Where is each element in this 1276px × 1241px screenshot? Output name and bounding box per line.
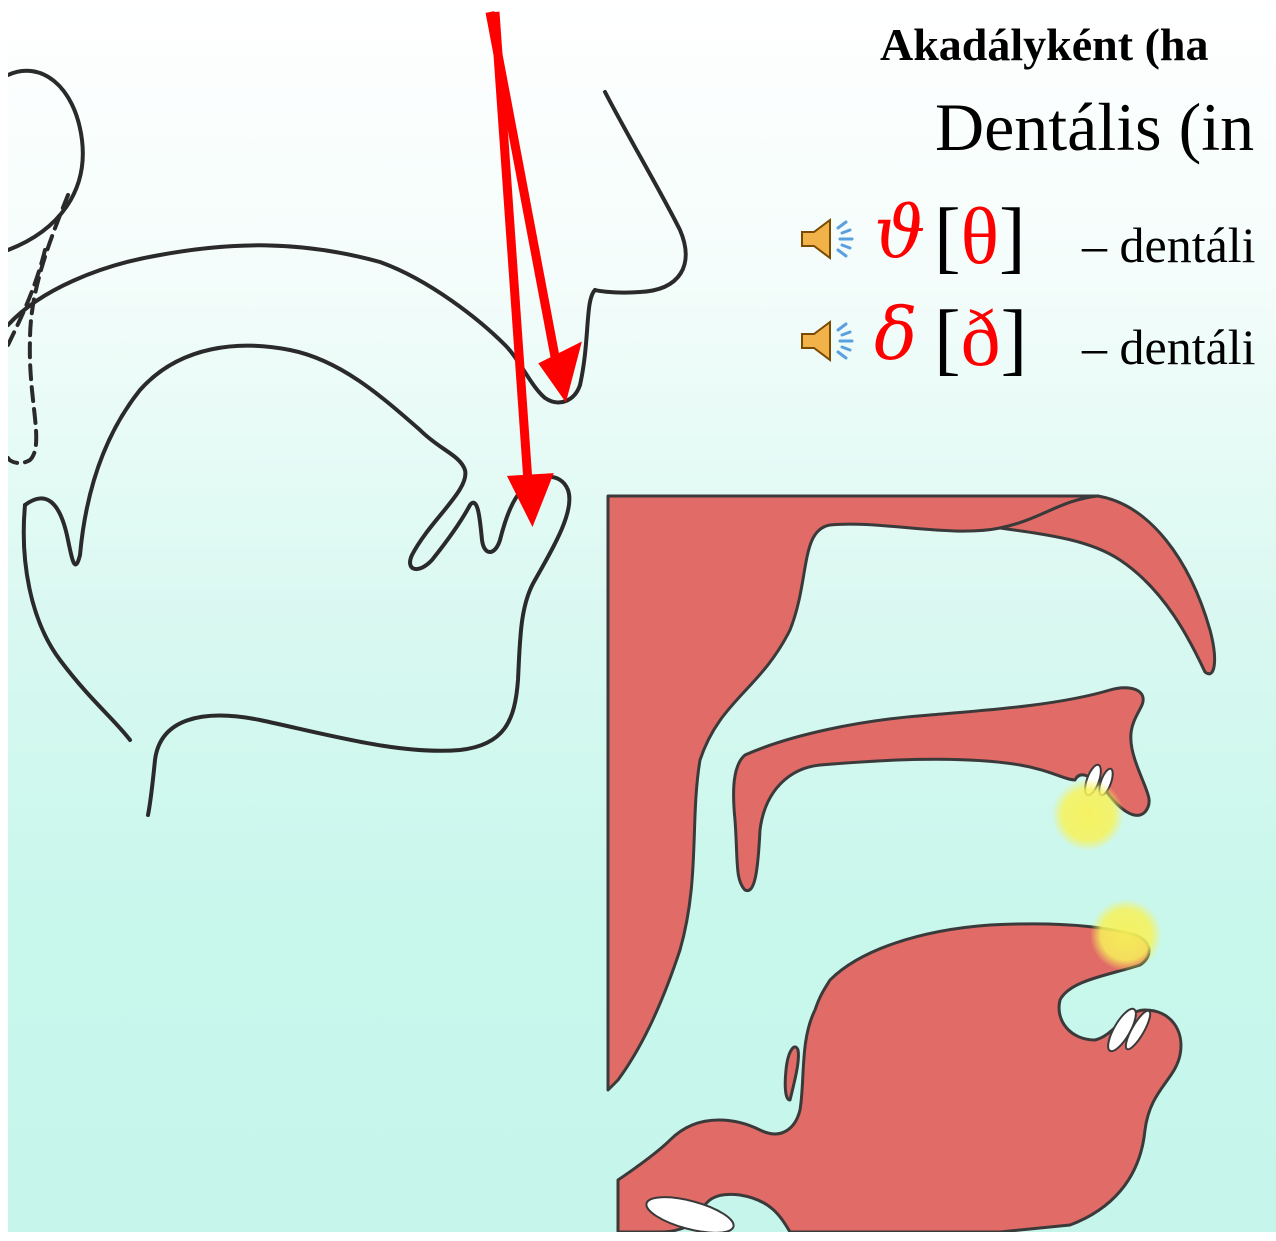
sound-description: – dentáli (1082, 318, 1256, 376)
speaker-icon[interactable] (796, 214, 866, 264)
bracket-open: [ (934, 295, 961, 383)
bottom-border (0, 1232, 1276, 1241)
sound-description: – dentáli (1082, 216, 1256, 274)
tongue-contact-highlight (1090, 899, 1162, 971)
left-border (0, 0, 8, 1241)
ipa-transcription: [ð] (934, 294, 1027, 385)
slide-subheading: Dentális (in (935, 88, 1254, 167)
upper-contact-highlight (1052, 779, 1124, 851)
bracket-close: ] (999, 193, 1026, 281)
ipa-phone: ð (961, 295, 1001, 383)
bracket-open: [ (934, 193, 961, 281)
ipa-phone: θ (961, 193, 999, 281)
speaker-icon[interactable] (796, 316, 866, 366)
slide-heading: Akadályként (ha (880, 18, 1208, 71)
sound-symbol: ϑ (874, 190, 925, 274)
sound-symbol: δ (874, 292, 917, 376)
ipa-transcription: [θ] (934, 192, 1026, 283)
tongue-and-lower-jaw (618, 924, 1181, 1232)
bracket-close: ] (1001, 295, 1028, 383)
epiglottis (785, 1047, 798, 1100)
hard-palate (1000, 496, 1215, 674)
